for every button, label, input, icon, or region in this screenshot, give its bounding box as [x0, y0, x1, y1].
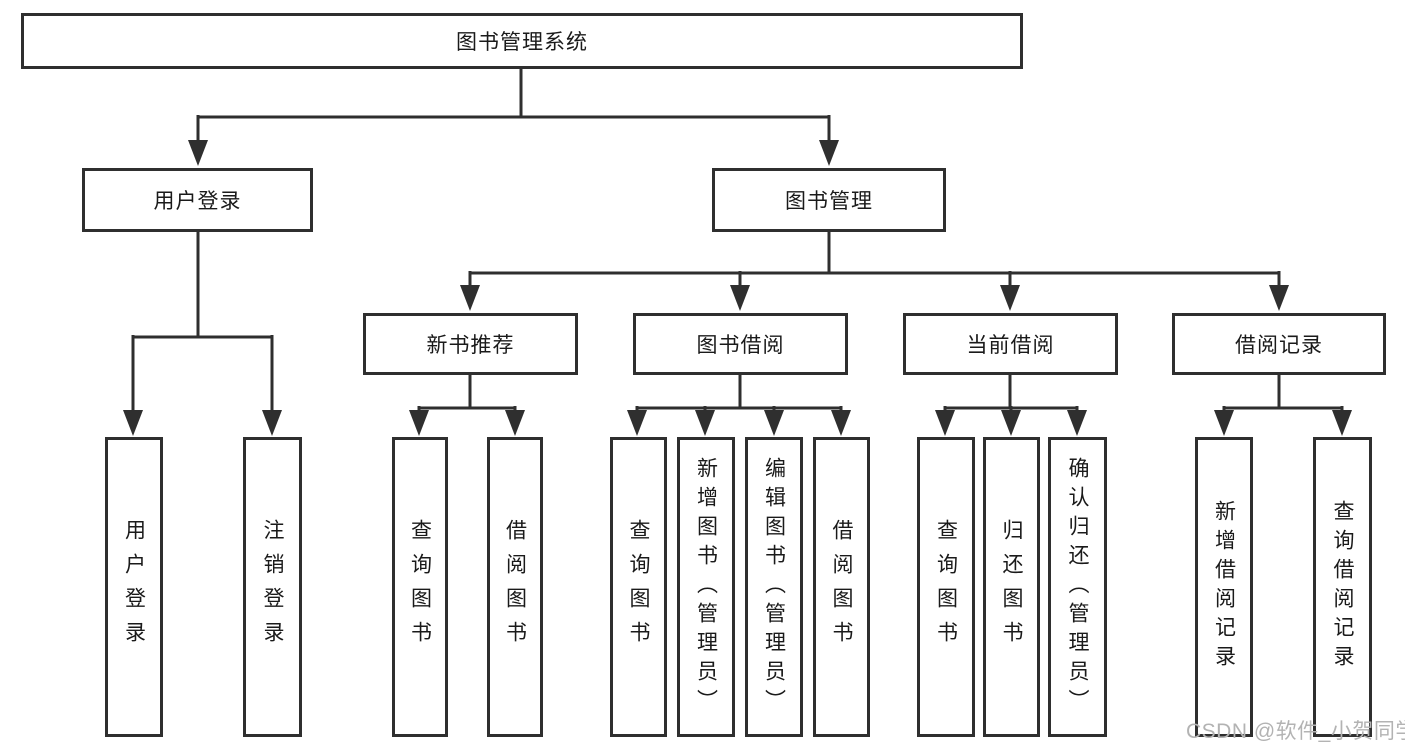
node-book-management: 图书管理 [712, 168, 946, 232]
leaf-return-book: 归还图书 [983, 437, 1040, 737]
node-root-label: 图书管理系统 [456, 31, 588, 54]
leaf-logout-login: 注销登录 [243, 437, 302, 737]
leaf-edit-book-admin: 编辑图书（管理员） [745, 437, 803, 737]
leaf-query-book-current-label: 查询图书 [934, 519, 958, 655]
node-new-book-recommend-label: 新书推荐 [426, 334, 515, 357]
leaf-user-login: 用户登录 [105, 437, 163, 737]
leaf-borrow-book: 借阅图书 [813, 437, 870, 737]
leaf-borrow-book-recommend-label: 借阅图书 [503, 519, 527, 655]
node-book-borrow-label: 图书借阅 [696, 334, 785, 357]
node-new-book-recommend: 新书推荐 [363, 313, 578, 375]
node-borrow-records: 借阅记录 [1172, 313, 1386, 375]
node-current-borrow-label: 当前借阅 [966, 334, 1055, 357]
leaf-query-book-recommend-label: 查询图书 [408, 519, 432, 655]
node-root: 图书管理系统 [21, 13, 1023, 69]
leaf-add-book-admin-label: 新增图书（管理员） [694, 456, 718, 718]
leaf-query-borrow-record: 查询借阅记录 [1313, 437, 1372, 737]
leaf-user-login-label: 用户登录 [122, 519, 146, 655]
leaf-logout-login-label: 注销登录 [261, 519, 285, 655]
leaf-confirm-return-admin-label: 确认归还（管理员） [1066, 456, 1090, 718]
leaf-add-borrow-record-label: 新增借阅记录 [1212, 500, 1236, 674]
leaf-query-book-borrow: 查询图书 [610, 437, 667, 737]
leaf-borrow-book-recommend: 借阅图书 [487, 437, 543, 737]
node-user-login-label: 用户登录 [153, 190, 242, 213]
leaf-query-book-current: 查询图书 [917, 437, 975, 737]
node-borrow-records-label: 借阅记录 [1235, 334, 1323, 357]
leaf-confirm-return-admin: 确认归还（管理员） [1048, 437, 1107, 737]
node-user-login: 用户登录 [82, 168, 313, 232]
csdn-watermark: CSDN @软件_小贺同学 [1186, 720, 1405, 743]
leaf-query-book-borrow-label: 查询图书 [627, 519, 651, 655]
leaf-edit-book-admin-label: 编辑图书（管理员） [762, 456, 786, 718]
leaf-add-borrow-record: 新增借阅记录 [1195, 437, 1253, 737]
node-book-management-label: 图书管理 [785, 190, 873, 213]
node-current-borrow: 当前借阅 [903, 313, 1118, 375]
leaf-return-book-label: 归还图书 [1000, 519, 1024, 655]
leaf-borrow-book-label: 借阅图书 [830, 519, 854, 655]
node-book-borrow: 图书借阅 [633, 313, 848, 375]
leaf-add-book-admin: 新增图书（管理员） [677, 437, 735, 737]
leaf-query-borrow-record-label: 查询借阅记录 [1331, 500, 1355, 674]
leaf-query-book-recommend: 查询图书 [392, 437, 448, 737]
